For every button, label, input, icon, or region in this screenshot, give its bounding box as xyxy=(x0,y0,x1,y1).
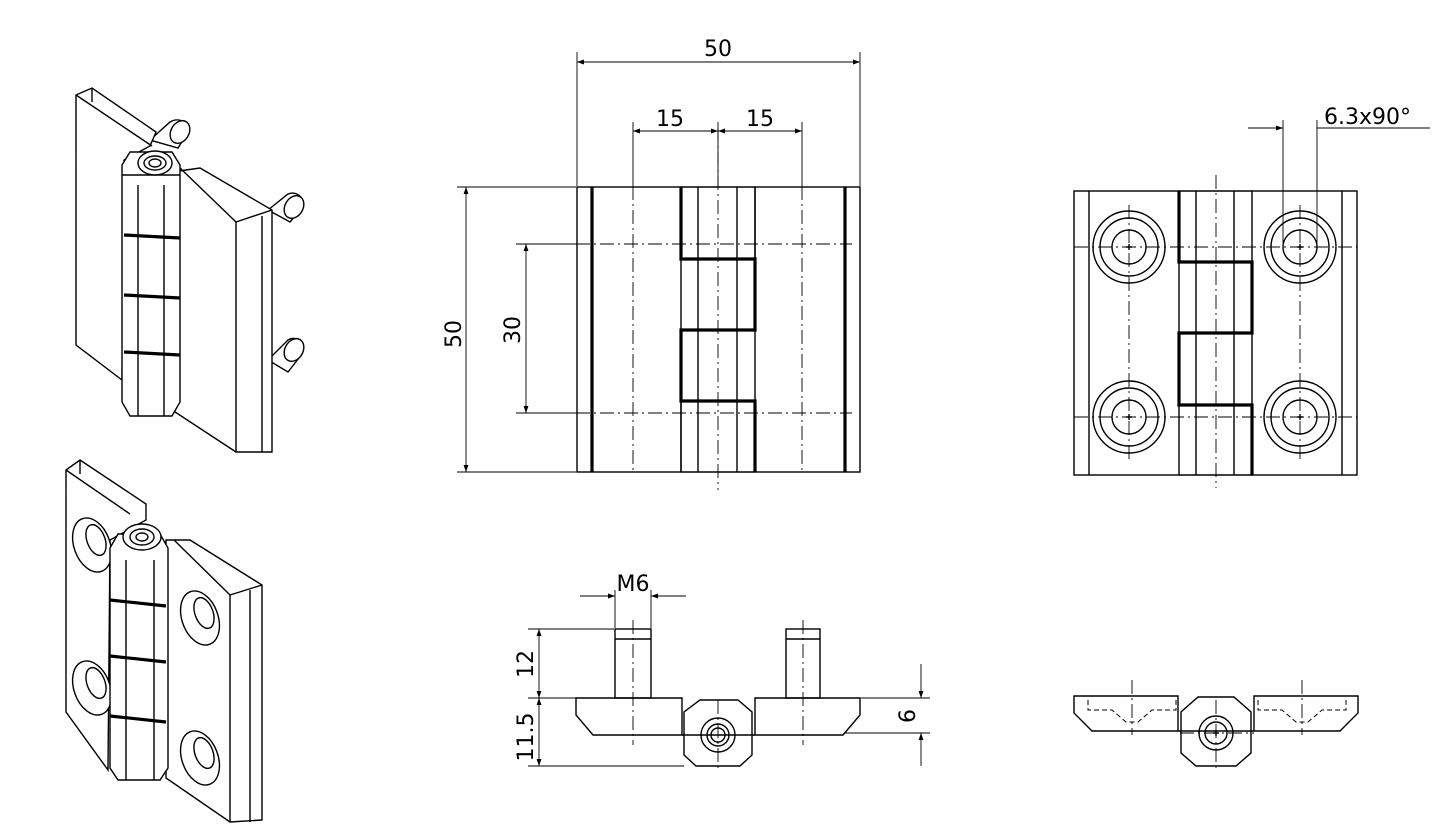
dim-label: 11.5 xyxy=(514,713,539,762)
knuckle xyxy=(1180,696,1252,767)
dimension-thread: M6 xyxy=(580,572,686,628)
dimension-overall-height: 50 xyxy=(442,186,576,473)
side-view-holes xyxy=(1073,680,1359,770)
dim-label: 30 xyxy=(501,316,526,344)
dimension-stud-length: 12 xyxy=(514,628,614,699)
front-view-holes xyxy=(1073,175,1358,488)
stud-iso xyxy=(266,337,305,373)
stud-iso xyxy=(148,119,191,149)
dimension-base-height: 11.5 xyxy=(514,698,684,767)
dim-label: 6 xyxy=(896,709,921,723)
barrel-iso xyxy=(121,151,181,417)
dim-label: M6 xyxy=(617,572,650,597)
dim-label: 6.3x90° xyxy=(1324,105,1411,130)
dimension-offset-left: 15 xyxy=(632,107,719,186)
knuckle xyxy=(683,699,753,767)
dim-label: 12 xyxy=(514,650,539,678)
isometric-view-holes xyxy=(65,459,263,823)
dim-label: 50 xyxy=(704,37,732,62)
pin-head-iso xyxy=(122,523,162,551)
stud-iso xyxy=(266,192,305,223)
countersunk-hole xyxy=(1092,380,1166,454)
side-view-studs xyxy=(575,620,861,770)
countersunk-hole xyxy=(1263,380,1337,454)
dimension-overall-width: 50 xyxy=(576,37,861,186)
leaf-right-iso xyxy=(171,167,273,453)
countersunk-hole xyxy=(1092,210,1166,284)
pin-head-iso xyxy=(137,150,173,176)
dim-label: 15 xyxy=(746,107,774,132)
front-view xyxy=(576,128,861,490)
dim-label: 15 xyxy=(656,107,684,132)
dimension-plate-thickness: 6 xyxy=(844,664,930,766)
dimension-countersink: 6.3x90° xyxy=(1248,105,1430,244)
dimension-hole-spacing: 30 xyxy=(501,243,576,414)
dimension-offset-right: 15 xyxy=(718,107,803,186)
isometric-view-studs xyxy=(75,87,305,453)
countersunk-hole xyxy=(1263,210,1337,284)
dim-label: 50 xyxy=(442,320,467,348)
